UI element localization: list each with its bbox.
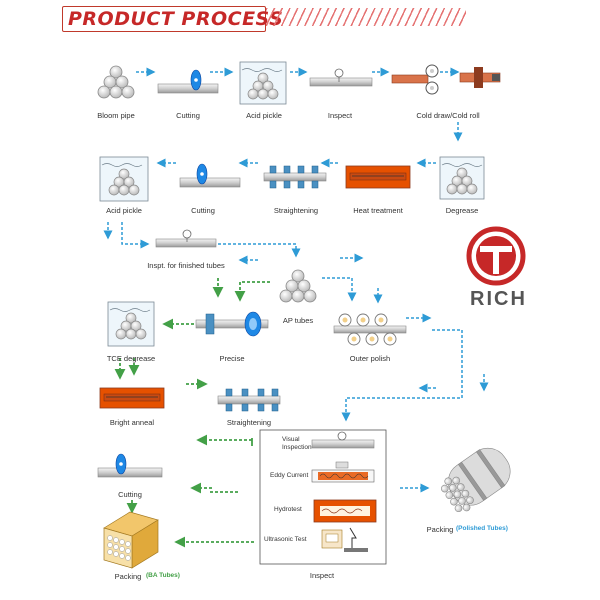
outer-polish-icon — [333, 313, 407, 346]
label-degrease: Degrease — [445, 206, 479, 215]
label-cutting-3: Cutting — [118, 490, 142, 499]
label-visual-line1: Visual — [282, 436, 300, 443]
heat-treatment-icon — [345, 165, 411, 189]
label-bright-anneal: Bright anneal — [109, 418, 155, 427]
label-precise: Precise — [219, 354, 245, 363]
arrow — [341, 329, 463, 422]
label-visual-line2: Inspection — [282, 444, 312, 451]
label-ultra: Ultrasonic Test — [264, 536, 307, 543]
label-inspt-finished: Inspt. for finished tubes — [147, 261, 225, 270]
label-ap-tubes: AP tubes — [282, 316, 314, 325]
label-visual: Visual Inspection — [282, 436, 312, 452]
label-heat-treatment: Heat treatment — [353, 206, 403, 215]
label-cutting-1: Cutting — [176, 111, 200, 120]
ba-packing-icon — [103, 511, 159, 569]
logo-text: RICH — [470, 288, 527, 310]
label-packing-ba: Packing — [114, 572, 142, 581]
label-outer-polish: Outer polish — [349, 354, 391, 363]
precise-icon — [195, 311, 269, 337]
page-title: PRODUCT PROCESS — [68, 8, 284, 30]
straightening-1-icon — [263, 165, 327, 189]
label-straightening-1: Straightening — [273, 206, 319, 215]
cold-draw-icon — [391, 64, 501, 95]
label-packing-ba-note: (BA Tubes) — [146, 572, 180, 579]
inspect-1-icon — [309, 68, 373, 87]
label-tce-degrease: TCE degrease — [106, 354, 156, 363]
cutting-3-icon — [97, 453, 163, 478]
tce-degrease-icon — [107, 301, 155, 347]
degrease-icon — [439, 156, 485, 200]
label-packing-polished: Packing — [426, 525, 454, 534]
cutting-2-icon — [179, 163, 241, 188]
straightening-2-icon — [217, 388, 281, 412]
arrow — [234, 281, 270, 302]
label-acid-pickle-1: Acid pickle — [246, 111, 282, 120]
title-stripes — [266, 8, 466, 26]
ap-tubes-icon — [279, 269, 317, 303]
label-acid-pickle-2: Acid pickle — [106, 206, 142, 215]
arrow — [322, 277, 357, 302]
acid-pickle-2-icon — [99, 156, 149, 202]
label-eddy: Eddy Current — [270, 472, 309, 479]
rich-logo-icon — [466, 226, 526, 286]
label-hydro: Hydrotest — [274, 506, 302, 513]
label-inspect-2: Inspect — [309, 571, 335, 580]
acid-pickle-1-icon — [239, 61, 287, 105]
label-cutting-2: Cutting — [191, 206, 215, 215]
arrow — [121, 222, 150, 249]
polished-bundle-icon — [440, 447, 511, 513]
label-inspect-1: Inspect — [327, 111, 353, 120]
label-straightening-2: Straightening — [226, 418, 272, 427]
label-bloom-pipe: Bloom pipe — [97, 111, 135, 120]
label-packing-polished-note: (Polished Tubes) — [456, 525, 508, 532]
title-box — [62, 6, 266, 32]
bright-anneal-icon — [99, 387, 165, 409]
bloom-pipe-icon — [97, 65, 135, 99]
arrow — [218, 243, 301, 258]
cutting-1-icon — [157, 69, 219, 94]
inspect-box — [259, 429, 387, 565]
label-cold-draw: Cold draw/Cold roll — [416, 111, 480, 120]
inspt-finished-icon — [155, 229, 217, 248]
